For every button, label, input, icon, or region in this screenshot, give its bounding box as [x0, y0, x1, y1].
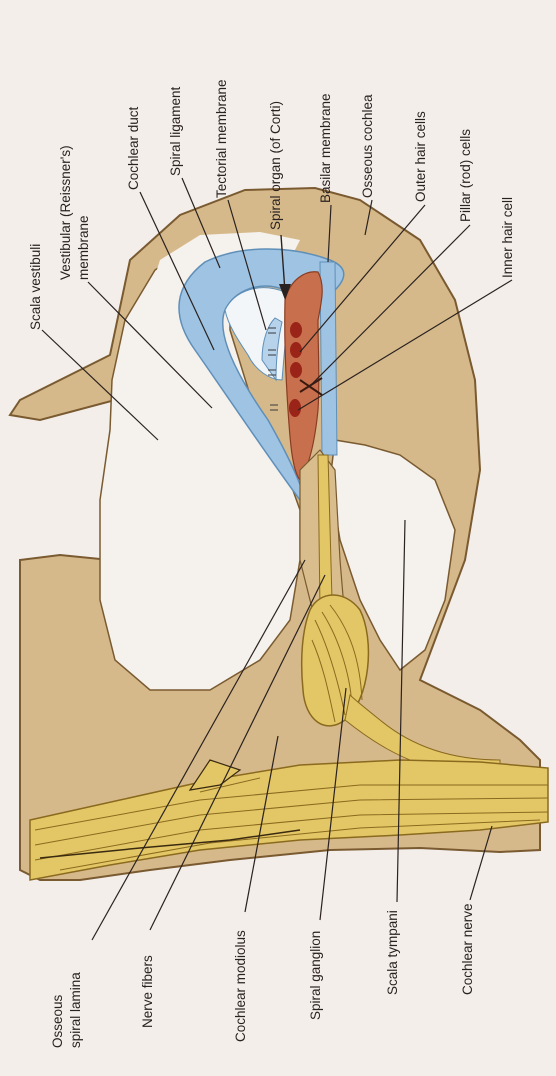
label-spiral-ganglion: Spiral ganglion — [308, 931, 323, 1020]
inner-hair-cell — [289, 399, 301, 417]
outer-hair-cell — [290, 342, 302, 358]
label-scala-vestibuli: Scala vestibuli — [28, 244, 43, 330]
label-scala-tympani: Scala tympani — [385, 910, 400, 995]
label-osseous-cochlea: Osseous cochlea — [360, 94, 375, 198]
outer-hair-cell — [290, 322, 302, 338]
label-cochlear-nerve: Cochlear nerve — [460, 903, 475, 995]
label-osseous-spiral-lamina-line2: spiral lamina — [68, 972, 83, 1048]
label-tectorial-membrane: Tectorial membrane — [214, 79, 229, 198]
label-basilar-membrane: Basilar membrane — [318, 93, 333, 203]
outer-hair-cell — [290, 362, 302, 378]
label-vestibular-membrane-line2: membrane — [76, 215, 91, 280]
label-cochlear-modiolus: Cochlear modiolus — [233, 930, 248, 1042]
label-outer-hair-cells: Outer hair cells — [413, 111, 428, 202]
label-nerve-fibers: Nerve fibers — [140, 955, 155, 1028]
label-osseous-spiral-lamina-line1: Osseous — [50, 994, 65, 1048]
label-spiral-ligament: Spiral ligament — [168, 86, 183, 176]
label-inner-hair-cell: Inner hair cell — [500, 197, 515, 278]
label-spiral-organ: Spiral organ (of Corti) — [268, 101, 283, 230]
label-pillar-cells: Pillar (rod) cells — [458, 129, 473, 222]
label-vestibular-membrane-line1: Vestibular (Reissner's) — [58, 145, 73, 280]
label-cochlear-duct: Cochlear duct — [126, 106, 141, 190]
